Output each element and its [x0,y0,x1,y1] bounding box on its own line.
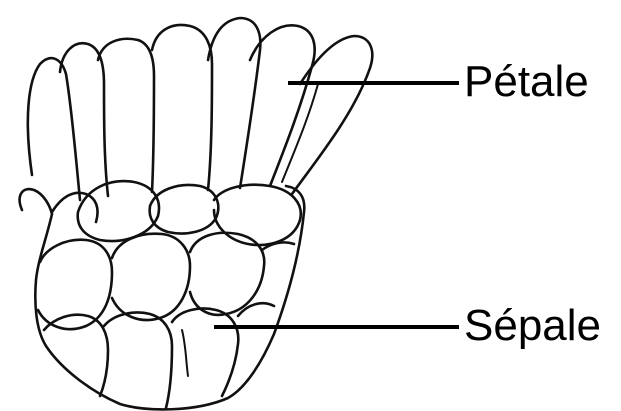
sepal [172,309,238,397]
petal [60,43,108,196]
sepal [78,181,159,241]
sepal [52,193,98,222]
sepal [182,330,188,376]
petal [152,25,212,190]
sepal-cup-outline [20,186,305,409]
sepal [214,185,301,245]
sepals [20,181,305,409]
sepal [104,313,172,409]
sepal [112,234,190,320]
sepal-label: Sépale [464,301,601,350]
petal [208,18,260,188]
petal-label: Pétale [464,57,589,106]
petals [28,18,372,200]
petal [28,58,80,200]
petal [292,36,372,194]
